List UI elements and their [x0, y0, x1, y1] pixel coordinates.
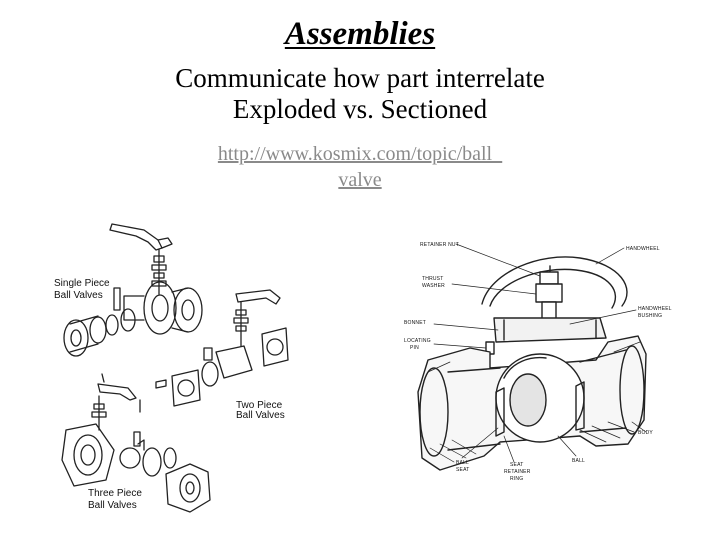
three-piece-label-2: Ball Valves [88, 500, 137, 511]
label-locating-pin-2: PIN [410, 345, 419, 351]
reference-link-line-1[interactable]: http://www.kosmix.com/topic/ball_ [217, 143, 503, 165]
label-body: BODY [638, 430, 653, 436]
two-piece-label-1: Two Piece [236, 400, 283, 411]
label-seat-retainer-1: SEAT [510, 462, 524, 468]
label-seat-retainer-2: RETAINER [504, 469, 531, 475]
single-piece-label-1: Single Piece [54, 278, 110, 289]
reference-link[interactable]: http://www.kosmix.com/topic/ball_ valve [0, 141, 720, 193]
sectioned-valve-drawing [417, 243, 647, 471]
reference-link-line-2[interactable]: valve [338, 169, 382, 191]
label-thrust-washer-1: THRUST [422, 276, 444, 282]
label-ball-seat-2: SEAT [456, 467, 470, 473]
label-ball: BALL [572, 458, 586, 464]
label-bonnet: BONNET [404, 320, 427, 326]
label-handwheel-bushing-1: HANDWHEEL [638, 306, 672, 312]
exploded-ball-valves-figure: Single Piece Ball Valves Two Piece Ball … [40, 210, 320, 530]
label-thrust-washer-2: WASHER [422, 283, 445, 289]
three-piece-label-1: Three Piece [88, 488, 142, 499]
slide-title: Assemblies [284, 16, 436, 52]
sectioned-ball-valve-figure: RETAINER NUT HANDWHEEL THRUST WASHER HAN… [400, 232, 672, 482]
exploded-valves-drawing [61, 223, 289, 513]
label-ball-seat-1: BALL [456, 460, 470, 466]
subtitle-line-1: Communicate how part interrelate [175, 63, 545, 93]
label-locating-pin-1: LOCATING [404, 338, 431, 344]
label-handwheel: HANDWHEEL [626, 246, 660, 252]
label-retainer-nut: RETAINER NUT [420, 242, 459, 248]
subtitle-line-2: Exploded vs. Sectioned [232, 94, 488, 124]
two-piece-label-2: Ball Valves [236, 410, 285, 421]
label-handwheel-bushing-2: BUSHING [638, 313, 663, 319]
single-piece-label-2: Ball Valves [54, 290, 103, 301]
label-seat-retainer-3: RING [510, 476, 524, 482]
